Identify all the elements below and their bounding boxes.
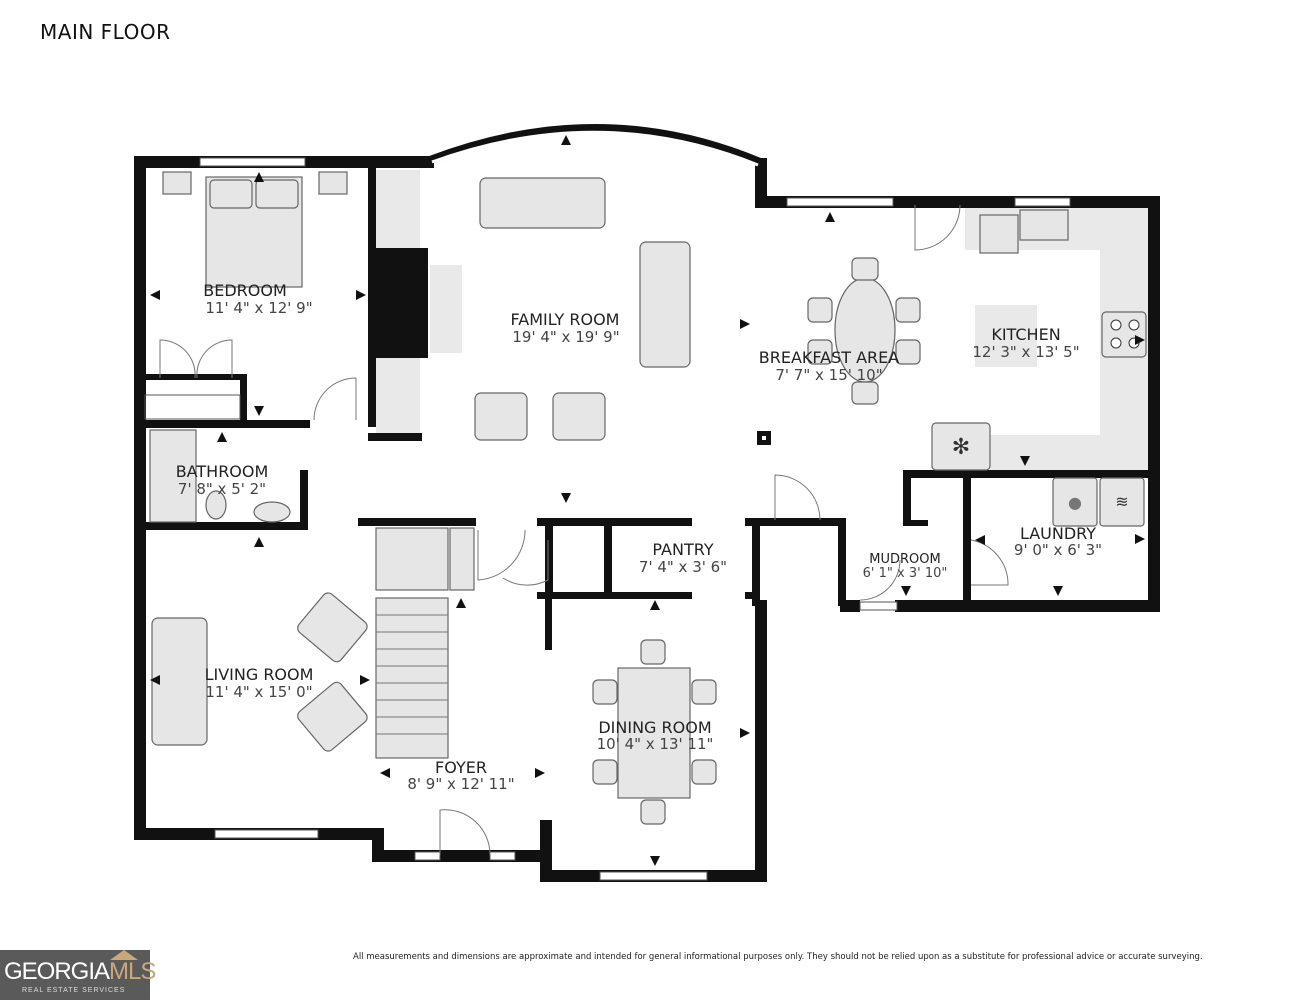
room-name: KITCHEN <box>991 325 1060 344</box>
room-dims: 7' 4" x 3' 6" <box>639 558 727 576</box>
heat-waves-icon: ≋ <box>1115 492 1128 511</box>
bathtub <box>149 429 197 523</box>
room-name: LAUNDRY <box>1020 524 1096 543</box>
georgia-mls-logo: GEORGIAMLS REAL ESTATE SERVICES <box>0 950 156 1000</box>
room-name: BREAKFAST AREA <box>759 348 900 367</box>
room-name: DINING ROOM <box>598 718 711 737</box>
room-name: LIVING ROOM <box>205 665 314 684</box>
room-name: MUDROOM <box>869 552 940 567</box>
windows <box>199 157 1071 881</box>
closet-rod <box>144 394 241 420</box>
logo-brand: GEORGIA <box>4 958 110 985</box>
roof-icon <box>110 950 138 960</box>
room-dims: 6' 1" x 3' 10" <box>863 566 948 581</box>
room-name: BEDROOM <box>203 281 287 300</box>
stove <box>1101 311 1147 358</box>
room-dims: 7' 7" x 15' 10" <box>775 366 882 384</box>
room-dims: 11' 4" x 15' 0" <box>205 683 312 701</box>
logo-text: GEORGIAMLS <box>4 958 156 986</box>
room-dims: 7' 8" x 5' 2" <box>178 480 266 498</box>
sofa <box>151 617 208 746</box>
dining-table <box>617 667 691 799</box>
walls <box>134 156 1160 882</box>
room-name: FAMILY ROOM <box>511 310 620 329</box>
washer <box>1052 477 1098 527</box>
room-labels: BEDROOM 11' 4" x 12' 9" FAMILY ROOM 19' … <box>176 281 1102 793</box>
furniture: ✻ ● ≋ <box>144 171 1147 825</box>
water-drop-icon: ● <box>1068 493 1082 512</box>
logo-tagline: REAL ESTATE SERVICES <box>22 987 126 994</box>
toilet <box>205 490 227 520</box>
dryer <box>1099 477 1145 527</box>
dishwasher <box>979 214 1019 254</box>
room-dims: 10' 4" x 13' 11" <box>597 735 714 753</box>
room-name: BATHROOM <box>176 462 269 481</box>
bay-window <box>428 124 762 166</box>
disclaimer: All measurements and dimensions are appr… <box>353 952 1203 962</box>
room-dims: 19' 4" x 19' 9" <box>512 328 619 346</box>
doors <box>159 204 1009 856</box>
kitchen-sink <box>1019 209 1069 241</box>
dimension-arrows <box>150 135 1145 866</box>
room-dims: 12' 3" x 13' 5" <box>972 343 1079 361</box>
room-dims: 11' 4" x 12' 9" <box>205 299 312 317</box>
room-dims: 8' 9" x 12' 11" <box>407 775 514 793</box>
kitchen-counters <box>376 170 1150 470</box>
snowflake-icon: ✻ <box>952 435 970 460</box>
logo-accent: MLS <box>109 958 156 985</box>
room-name: PANTRY <box>652 540 713 559</box>
floor-title: MAIN FLOOR <box>40 20 171 44</box>
refrigerator <box>931 422 991 471</box>
room-dims: 9' 0" x 6' 3" <box>1014 541 1102 559</box>
room-name: FOYER <box>435 758 487 777</box>
sofa <box>479 177 606 229</box>
staircase <box>375 597 449 759</box>
sink <box>253 501 291 523</box>
sofa <box>639 241 691 368</box>
